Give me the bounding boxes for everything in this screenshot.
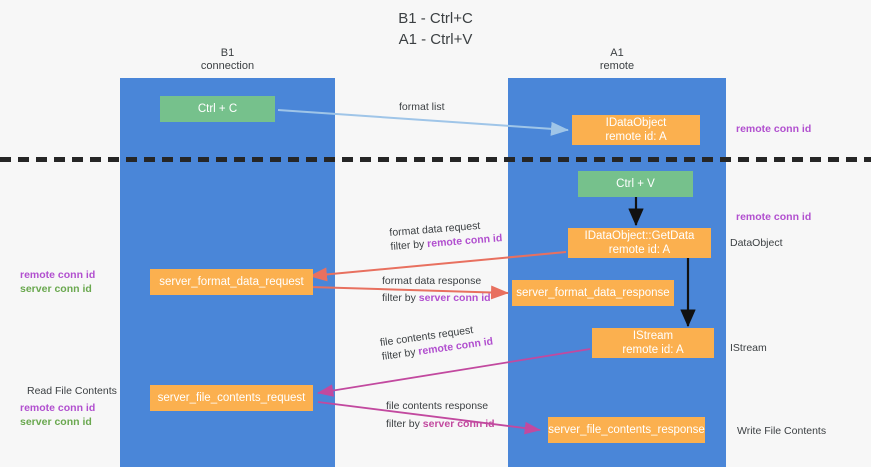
column-header-a1: A1 remote [599, 47, 635, 72]
annotation-remote-conn-id-left-mid: remote conn id [20, 269, 96, 281]
edge-label-format-data-request: format data request filter by remote con… [389, 217, 503, 254]
annotation-server-conn-id-left-mid: server conn id [20, 283, 92, 295]
annotation-conn-ids-low: remote conn id server conn id [20, 401, 95, 429]
box-idataobject-getdata[interactable]: IDataObject::GetData remote id: A [568, 228, 711, 258]
edge-label-format-list: format list [399, 101, 445, 113]
annotation-istream: IStream [730, 342, 767, 354]
diagram-title: B1 - Ctrl+C A1 - Ctrl+V [398, 10, 473, 48]
annotation-read-file-contents: Read File Contents [27, 385, 117, 397]
annotation-server-conn-id-left-low: server conn id [20, 416, 92, 428]
box-idataobject[interactable]: IDataObject remote id: A [572, 115, 700, 145]
box-ctrl-c[interactable]: Ctrl + C [160, 96, 275, 122]
edge-label-file-contents-response-line2: filter by server conn id [386, 418, 495, 430]
annotation-remote-conn-id-top: remote conn id [736, 123, 812, 135]
annotation-write-file-contents: Write File Contents [737, 425, 827, 437]
annotation-remote-conn-id-mid: remote conn id [736, 211, 812, 223]
box-server-format-data-response[interactable]: server_format_data_response [512, 280, 674, 306]
edge-label-file-contents-response-line1: file contents response [386, 400, 489, 412]
edge-label-format-data-response-line1: format data response [382, 275, 482, 287]
box-server-file-contents-request[interactable]: server_file_contents_request [150, 385, 313, 411]
edge-label-file-contents-response: file contents response filter by server … [386, 399, 495, 431]
section-divider [0, 157, 871, 162]
edge-label-format-data-response-line2: filter by server conn id [382, 292, 491, 304]
box-istream[interactable]: IStream remote id: A [592, 328, 714, 358]
edge-label-file-contents-request: file contents request filter by remote c… [379, 321, 494, 364]
box-server-format-data-request[interactable]: server_format_data_request [150, 269, 313, 295]
box-ctrl-v[interactable]: Ctrl + V [578, 171, 693, 197]
edge-label-format-data-response: format data response filter by server co… [382, 274, 491, 305]
annotation-dataobject: DataObject [730, 237, 783, 249]
annotation-conn-ids-mid: remote conn id server conn id [20, 268, 95, 296]
box-server-file-contents-response[interactable]: server_file_contents_response [548, 417, 705, 443]
annotation-remote-conn-id-left-low: remote conn id [20, 402, 96, 414]
column-header-b1: B1 connection [200, 47, 255, 72]
